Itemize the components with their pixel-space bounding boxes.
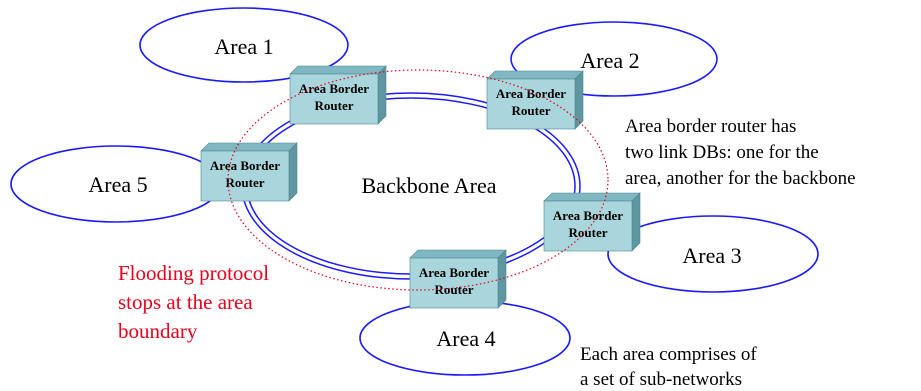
- router-front-face: [200, 150, 290, 202]
- router-label-line1: Area Border: [210, 158, 280, 173]
- area-3: Area 3: [607, 215, 819, 293]
- router-left: Area Border Router: [200, 142, 298, 202]
- flooding-note-line3: boundary: [118, 319, 198, 343]
- router-label-line1: Area Border: [553, 208, 623, 223]
- abr-note-line1: Area border router has: [625, 116, 796, 137]
- area-3-label: Area 3: [682, 243, 741, 268]
- router-label-line2: Router: [435, 282, 474, 297]
- router-top-face: [200, 142, 298, 152]
- router-top-face: [486, 70, 584, 80]
- area-2-label: Area 2: [580, 48, 639, 73]
- router-front-face: [289, 73, 379, 125]
- router-label-line1: Area Border: [419, 265, 489, 280]
- area-5: Area 5: [10, 145, 222, 223]
- router-label-line1: Area Border: [299, 81, 369, 96]
- router-top-face: [543, 192, 641, 202]
- flooding-note-line1: Flooding protocol: [118, 261, 269, 285]
- area-3-ellipse: [607, 215, 819, 293]
- backbone-label: Backbone Area: [362, 173, 497, 198]
- router-front-face: [486, 78, 576, 130]
- comprises-note: Each area comprises of a set of sub-netw…: [580, 344, 757, 390]
- area-1-ellipse: [139, 7, 349, 83]
- comprises-note-line2: a set of sub-networks: [580, 369, 742, 390]
- flooding-note-line2: stops at the area: [118, 290, 253, 314]
- router-right: Area Border Router: [543, 192, 641, 252]
- router-label-line2: Router: [226, 175, 265, 190]
- area-1-label: Area 1: [214, 34, 273, 59]
- router-front-face: [543, 200, 633, 252]
- abr-note-line3: area, another for the backbone: [625, 168, 856, 189]
- abr-note-line2: two link DBs: one for the: [625, 142, 819, 163]
- area-5-label: Area 5: [88, 172, 147, 197]
- flooding-note: Flooding protocol stops at the area boun…: [118, 261, 269, 343]
- area-4: Area 4: [359, 300, 571, 376]
- router-side-face: [574, 70, 584, 130]
- router-label-line2: Router: [569, 225, 608, 240]
- router-side-face: [377, 65, 387, 125]
- router-label-line2: Router: [512, 103, 551, 118]
- router-side-face: [288, 142, 298, 202]
- flooding-boundary: [227, 69, 609, 291]
- router-side-face: [497, 249, 507, 309]
- comprises-note-line1: Each area comprises of: [580, 344, 757, 365]
- router-bottom: Area Border Router: [409, 249, 507, 309]
- area-1: Area 1: [139, 7, 349, 83]
- abr-note: Area border router has two link DBs: one…: [625, 116, 856, 189]
- router-label-line2: Router: [315, 98, 354, 113]
- router-front-face: [409, 257, 499, 309]
- router-top-right: Area Border Router: [486, 70, 584, 130]
- router-top-left: Area Border Router: [289, 65, 387, 125]
- router-label-line1: Area Border: [496, 86, 566, 101]
- router-top-face: [409, 249, 507, 259]
- area-4-label: Area 4: [436, 326, 495, 351]
- router-side-face: [631, 192, 641, 252]
